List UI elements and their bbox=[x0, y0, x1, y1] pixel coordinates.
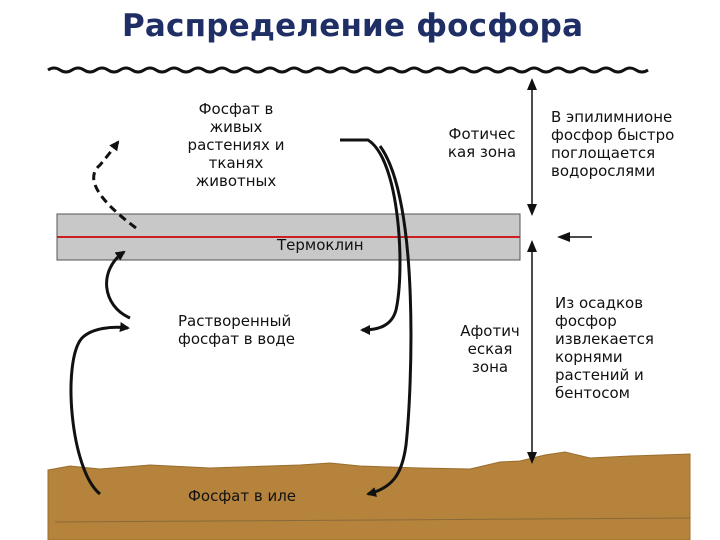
uptake-dashed-arrow bbox=[92, 140, 137, 230]
label-thermocline: Термоклин bbox=[277, 236, 364, 254]
living-to-dissolved-arrow bbox=[340, 138, 402, 335]
dissolved-up-arrow bbox=[105, 250, 131, 320]
label-epilimnion: В эпилимнионе фосфор быстро поглощается … bbox=[551, 108, 675, 180]
living-to-silt-arrow bbox=[366, 145, 413, 497]
label-living-phosphate: Фосфат в живых растениях и тканях животн… bbox=[187, 100, 285, 190]
label-silt-phosphate: Фосфат в иле bbox=[188, 487, 297, 505]
label-aphotic-zone: Афотич еская зона bbox=[460, 322, 520, 376]
label-sediment-uptake: Из осадков фосфор извлекается корнями ра… bbox=[555, 294, 654, 402]
silt-to-dissolved-arrow bbox=[69, 322, 130, 496]
water-surface-line bbox=[47, 66, 649, 74]
sediment-bottom-edge bbox=[54, 517, 691, 523]
page-title: Распределение фосфора bbox=[122, 8, 584, 44]
label-dissolved-phosphate: Растворенный фосфат в воде bbox=[178, 312, 295, 348]
sediment-layer bbox=[47, 451, 691, 540]
label-photic-zone: Фотичес кая зона bbox=[447, 125, 517, 161]
